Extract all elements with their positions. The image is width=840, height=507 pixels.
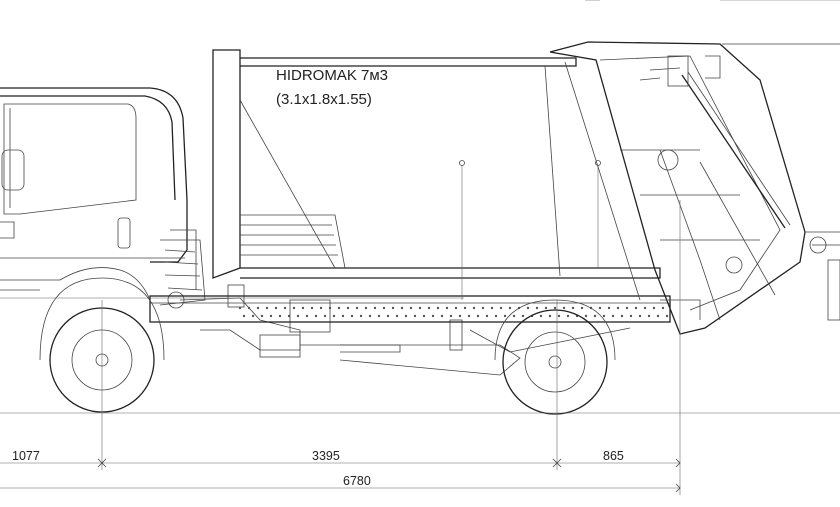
body-model-title: HIDROMAK 7м3 — [276, 67, 388, 84]
body-dimensions-subtitle: (3.1x1.8x1.55) — [276, 91, 372, 108]
front-bulkhead — [212, 49, 241, 279]
cab-door-window — [3, 103, 137, 215]
wheelbase-dimension: 3395 — [312, 449, 340, 463]
frame-rivets — [238, 306, 669, 318]
rear-wheel — [494, 299, 616, 415]
control-valve — [667, 55, 689, 87]
door-handle — [117, 217, 131, 249]
hydraulic-cylinder — [681, 74, 786, 229]
truck-cab — [0, 87, 197, 312]
refuse-body — [212, 49, 661, 300]
dimension-lines — [0, 0, 840, 495]
side-mirror — [1, 149, 25, 191]
rear-overhang-dimension: 865 — [603, 449, 624, 463]
front-overhang-dimension: 1077 — [12, 449, 40, 463]
engine-bay-detail — [159, 239, 631, 376]
compactor-tailgate — [549, 41, 840, 335]
overall-length-dimension: 6780 — [343, 474, 371, 488]
